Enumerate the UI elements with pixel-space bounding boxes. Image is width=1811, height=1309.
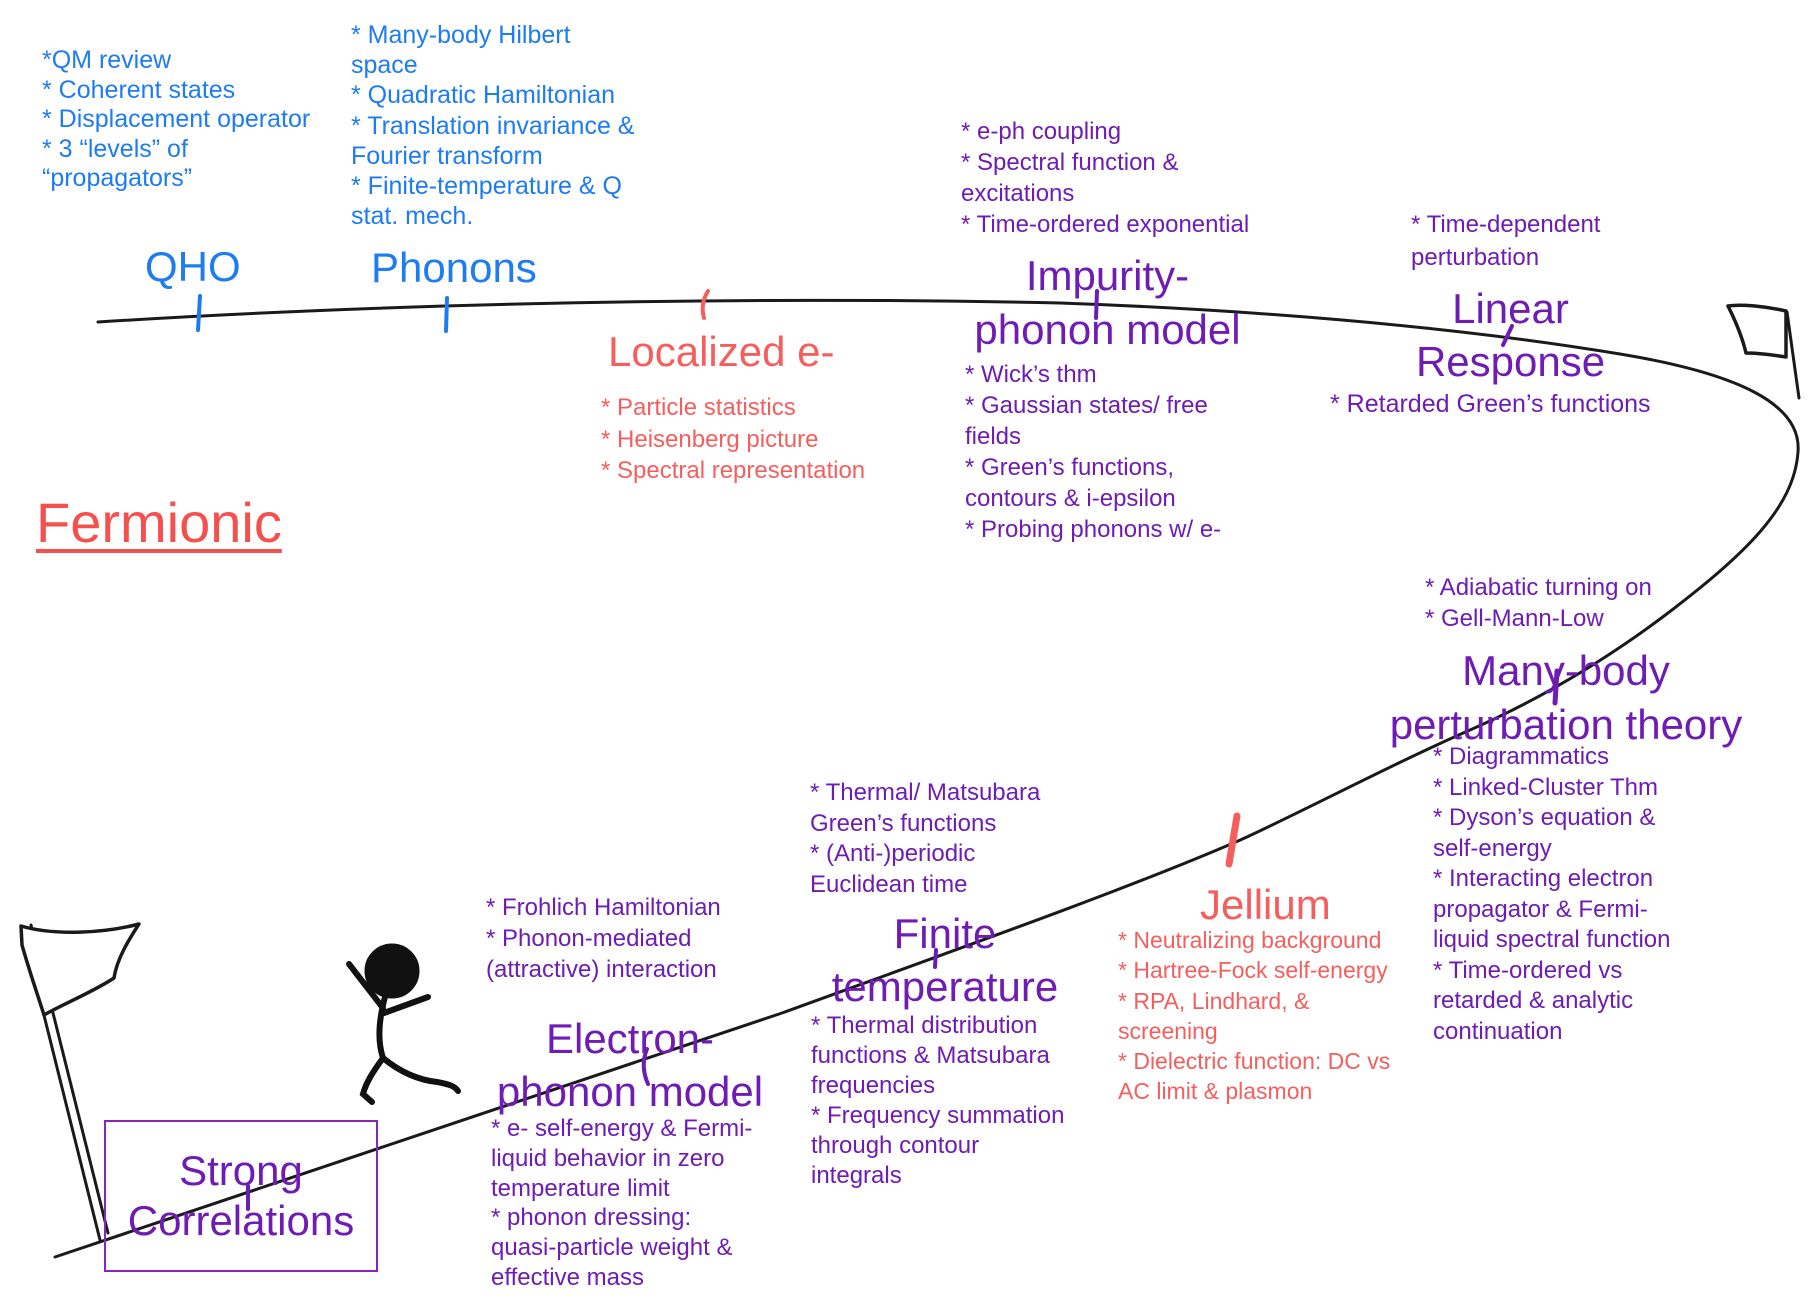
linear-response-notes-below: * Retarded Green’s functions (1330, 390, 1651, 418)
electron-phonon-notes-above: * Frohlich Hamiltonian * Phonon-mediated… (486, 894, 721, 983)
impurity-phonon-notes-above: * e-ph coupling * Spectral function & ex… (961, 118, 1250, 238)
linear-response-notes-above: * Time-dependent perturbation (1411, 211, 1601, 271)
mbpt-title: Many-body perturbation theory (1389, 647, 1743, 748)
jellium-notes: * Neutralizing background * Hartree-Fock… (1118, 927, 1391, 1105)
strong-correlations-box (104, 1120, 378, 1272)
jellium-title: Jellium (1200, 881, 1331, 928)
stick-figure-arm-left (346, 961, 386, 1011)
finite-temperature-tick (933, 948, 938, 969)
finite-temperature-notes-above: * Thermal/ Matsubara Green’s functions *… (810, 779, 1041, 898)
right-flag (1726, 303, 1801, 400)
phonons-title: Phonons (371, 244, 537, 291)
qho-notes: *QM review * Coherent states * Displacem… (42, 46, 311, 193)
linear-response-title: Linear Response (1415, 285, 1606, 385)
left-flag (19, 922, 141, 1242)
mbpt-notes-below: * Diagrammatics * Linked-Cluster Thm * D… (1433, 743, 1671, 1045)
qho-tick (196, 294, 202, 332)
impurity-phonon-title: Impurity- phonon model (974, 252, 1241, 353)
stick-figure (346, 943, 461, 1105)
stick-figure-leg-right (380, 1055, 461, 1094)
qho-title: QHO (145, 243, 241, 290)
electron-phonon-tick (641, 1047, 650, 1086)
jellium-tick (1225, 812, 1241, 868)
impurity-phonon-notes-below: * Wick’s thm * Gaussian states/ free fie… (965, 361, 1222, 543)
tightrope-path (53, 298, 1800, 1259)
fermionic-heading: Fermionic (36, 491, 282, 554)
impurity-phonon-tick (1094, 289, 1099, 320)
phonons-notes: * Many-body Hilbert space * Quadratic Ha… (351, 21, 635, 231)
stick-figure-leg-left (359, 1055, 386, 1105)
stick-figure-arm-right (381, 994, 431, 1016)
electron-phonon-title: Electron- phonon model (496, 1015, 764, 1115)
finite-temperature-title: Finite temperature (831, 910, 1059, 1010)
finite-temperature-notes-below: * Thermal distribution functions & Matsu… (811, 1012, 1065, 1189)
electron-phonon-notes-below: * e- self-energy & Fermi- liquid behavio… (491, 1115, 753, 1291)
localized-e-tick (700, 289, 710, 320)
mbpt-notes-above: * Adiabatic turning on * Gell-Mann-Low (1425, 574, 1652, 632)
mbpt-tick (1552, 668, 1560, 706)
localized-e-notes: * Particle statistics * Heisenberg pictu… (601, 394, 866, 484)
strong-correlations-title: Strong Correlations (127, 1147, 355, 1244)
stick-figure-body (376, 994, 388, 1061)
localized-e-title: Localized e- (608, 328, 835, 375)
phonons-tick (444, 296, 449, 333)
linear-response-tick (1501, 324, 1514, 347)
stick-figure-head (364, 943, 420, 999)
